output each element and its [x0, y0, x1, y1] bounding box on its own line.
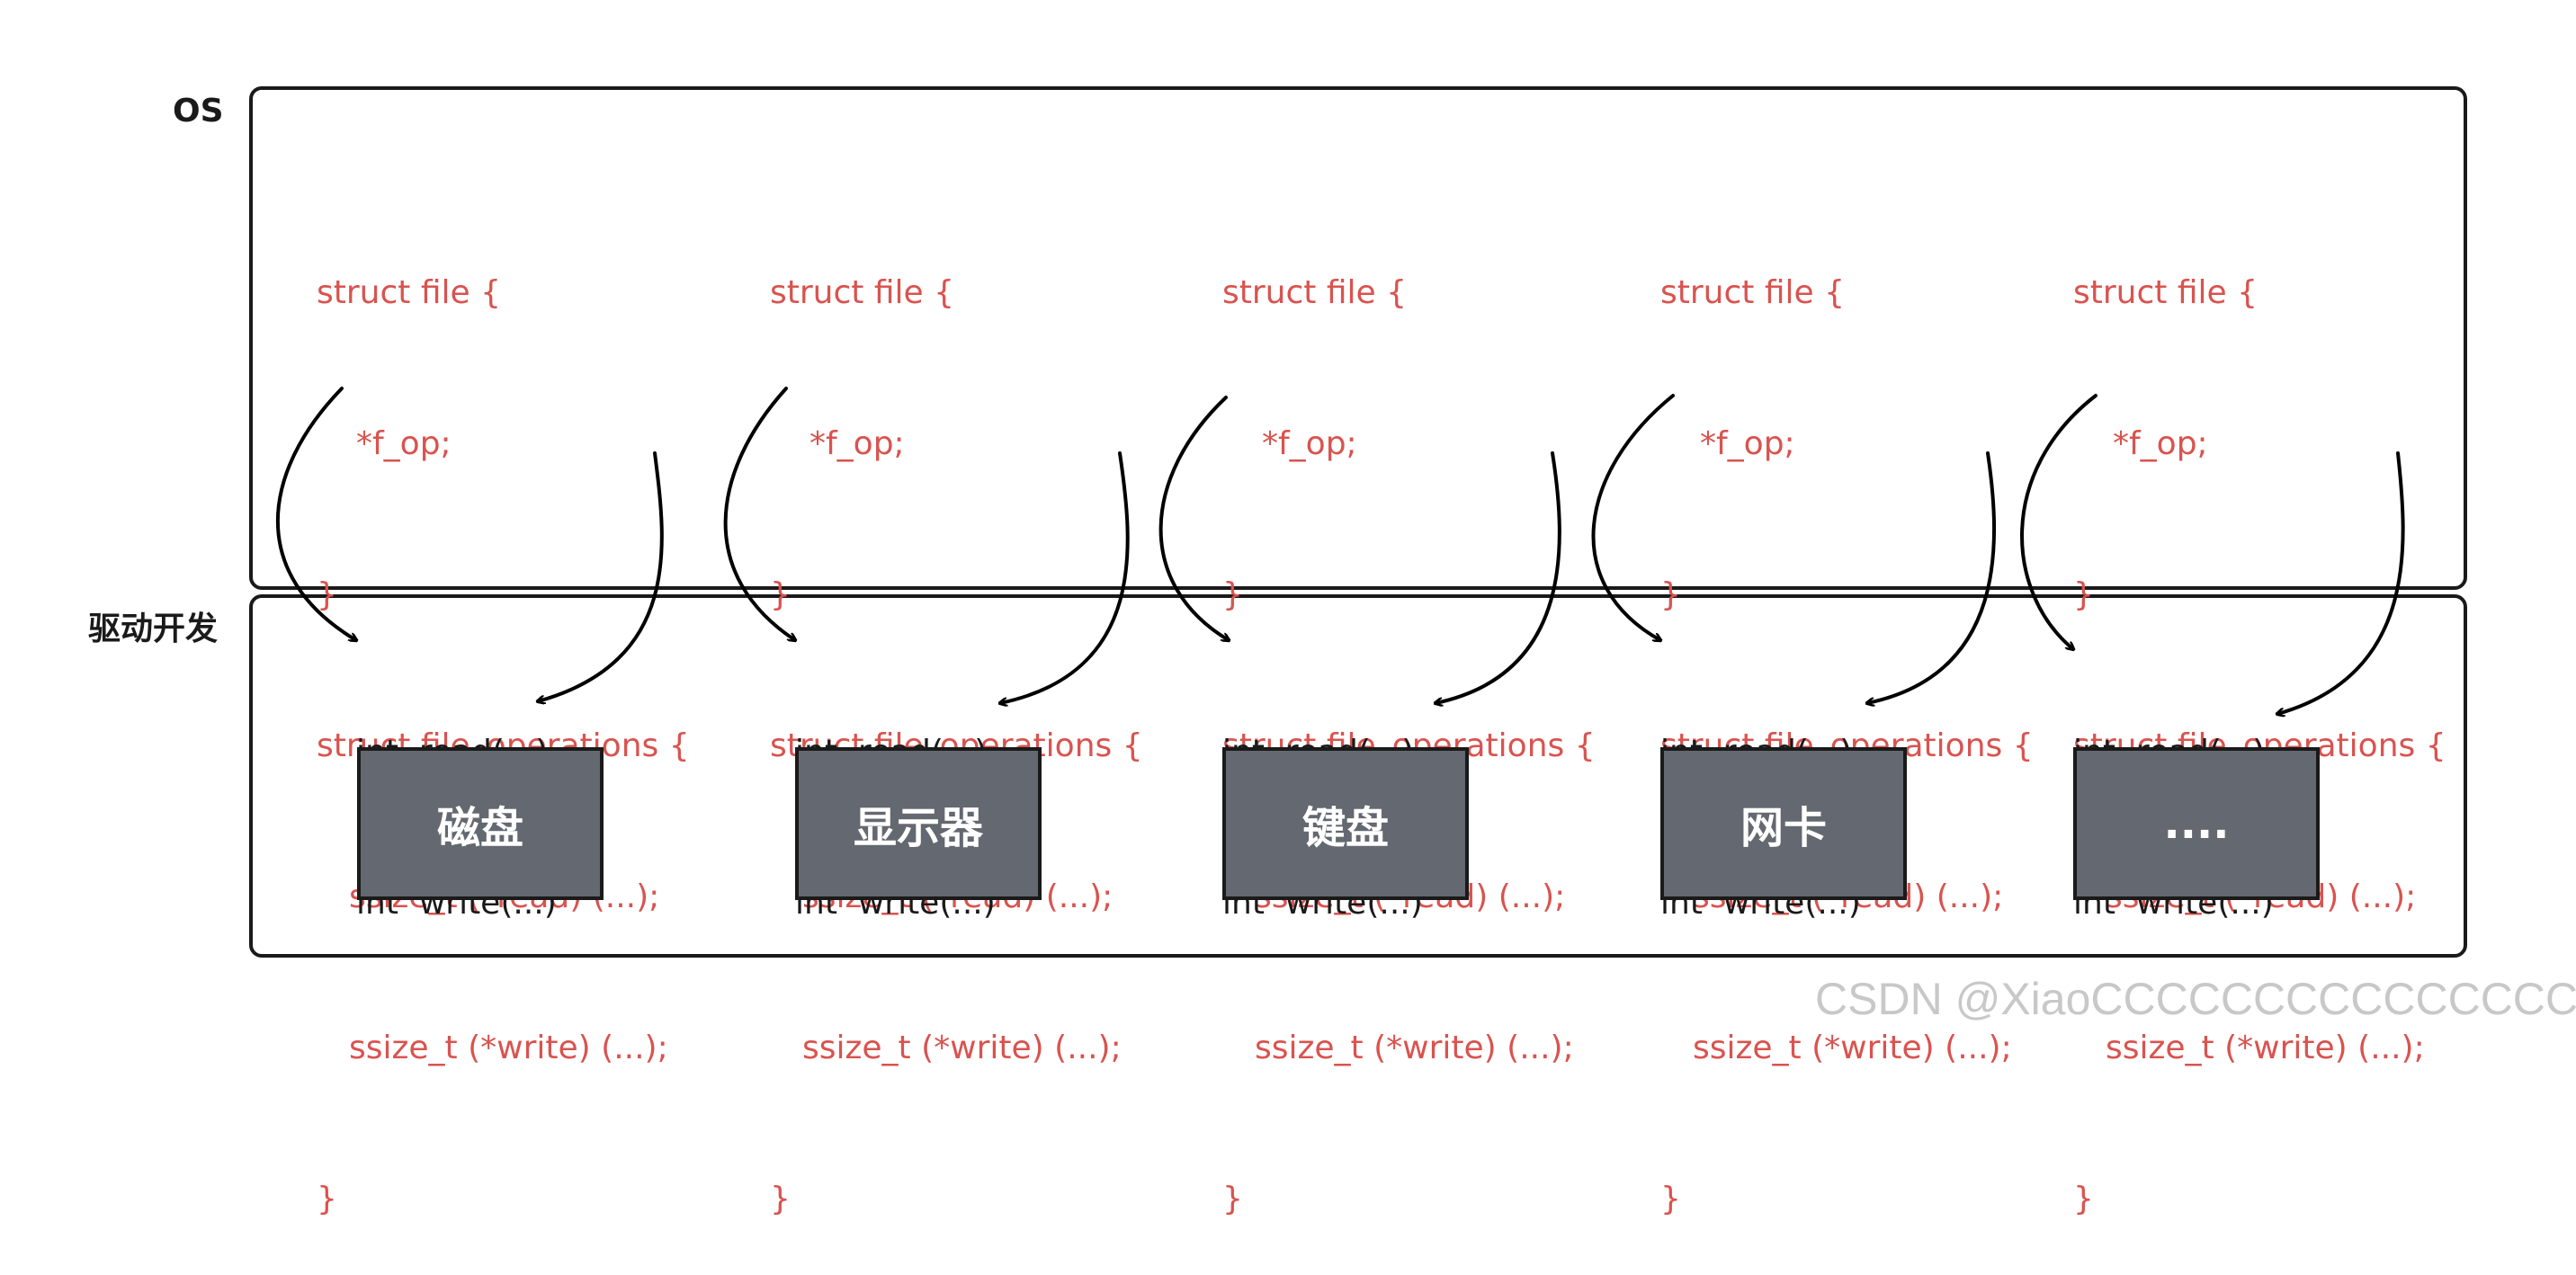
- struct-file-close: }: [1660, 576, 1681, 613]
- f-op-field: *f_op;: [1700, 425, 1795, 462]
- struct-file-open: struct file {: [770, 274, 955, 311]
- watermark: CSDN @XiaoCCCCCCCCCCCCCCC: [1815, 974, 2576, 1024]
- device-keyboard: 键盘: [1222, 747, 1469, 900]
- struct-file-close: }: [2073, 576, 2094, 613]
- f-op-field: *f_op;: [2113, 425, 2208, 462]
- struct-fops-close: }: [1660, 1181, 1681, 1217]
- struct-file-close: }: [770, 576, 791, 613]
- os-label: OS: [173, 93, 224, 129]
- device-nic: 网卡: [1660, 747, 1907, 900]
- f-op-field: *f_op;: [356, 425, 452, 462]
- write-pointer: ssize_t (*write) (...);: [2106, 1030, 2425, 1066]
- struct-file-open: struct file {: [1222, 274, 1408, 311]
- struct-fops-close: }: [2073, 1181, 2094, 1217]
- write-pointer: ssize_t (*write) (...);: [1693, 1030, 2012, 1066]
- struct-file-open: struct file {: [2073, 274, 2258, 311]
- struct-file-close: }: [1222, 576, 1243, 613]
- struct-fops-close: }: [1222, 1181, 1243, 1217]
- device-more: ....: [2073, 747, 2320, 900]
- device-disk: 磁盘: [357, 747, 604, 900]
- struct-fops-close: }: [770, 1181, 791, 1217]
- f-op-field: *f_op;: [1262, 425, 1357, 462]
- struct-file-open: struct file {: [317, 274, 502, 311]
- write-pointer: ssize_t (*write) (...);: [1255, 1030, 1574, 1066]
- struct-file-close: }: [317, 576, 337, 613]
- driver-dev-label: 驱动开发: [88, 611, 219, 647]
- device-display: 显示器: [795, 747, 1042, 900]
- struct-fops-close: }: [317, 1181, 337, 1217]
- f-op-field: *f_op;: [809, 425, 905, 462]
- struct-file-open: struct file {: [1660, 274, 1846, 311]
- write-pointer: ssize_t (*write) (...);: [802, 1030, 1122, 1066]
- write-pointer: ssize_t (*write) (...);: [349, 1030, 668, 1066]
